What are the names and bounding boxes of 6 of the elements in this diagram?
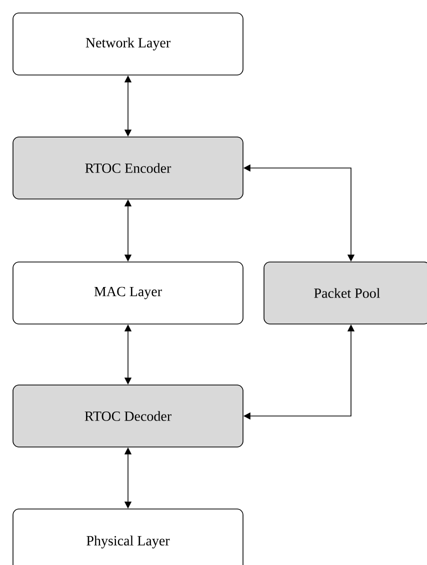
layer-box: Physical Layer [12, 508, 244, 565]
layer-box: MAC Layer [12, 262, 244, 324]
encoder-box: RTOC Encoder [12, 136, 244, 200]
layer-box: Network Layer [12, 12, 244, 76]
decoder-box: RTOC Decoder [12, 384, 244, 448]
pool-box: Packet Pool [264, 262, 427, 324]
